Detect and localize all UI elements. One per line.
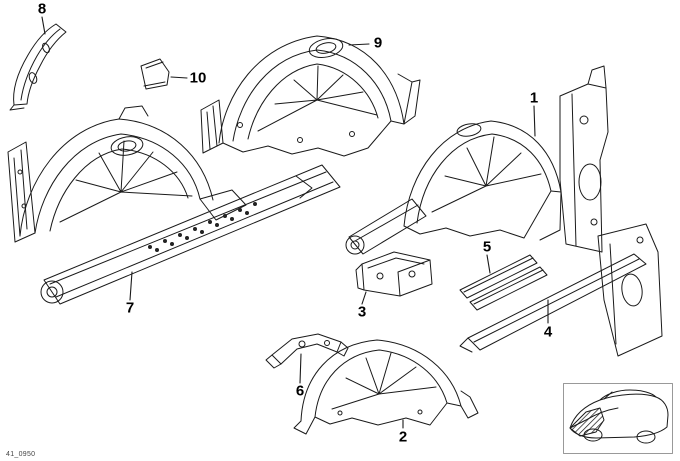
callout-9[interactable]: 9	[373, 34, 383, 52]
callout-3[interactable]: 3	[357, 303, 367, 321]
diagram-code: 41_0950	[6, 451, 36, 458]
callout-6[interactable]: 6	[295, 382, 305, 400]
callout-2[interactable]: 2	[398, 428, 408, 446]
part-9-wheelhouse	[200, 35, 421, 157]
left-wheelhouse-assembly	[7, 105, 247, 243]
callout-8[interactable]: 8	[37, 0, 47, 18]
callout-5[interactable]: 5	[482, 238, 492, 256]
part-8-support-strip	[9, 23, 67, 111]
callout-1[interactable]: 1	[529, 89, 539, 107]
car-thumbnail	[563, 383, 673, 454]
part-2-wheel-arch-liner	[293, 339, 479, 435]
part-3-support-bracket	[355, 251, 433, 297]
part-5-strip-pair	[459, 254, 548, 311]
highlighted-section	[569, 407, 605, 437]
callout-10[interactable]: 10	[189, 69, 207, 87]
callout-7[interactable]: 7	[125, 299, 135, 317]
part-7-side-member-rail	[40, 164, 341, 305]
part-4-sill-member	[459, 223, 663, 357]
callout-4[interactable]: 4	[543, 323, 553, 341]
part-7-rail-perforations	[148, 202, 257, 252]
part-10-wedge-block	[140, 58, 170, 90]
part-6-mounting-bracket	[265, 333, 349, 369]
part-1-wheelhouse-with-pillar	[345, 65, 609, 255]
leader-lines	[41, 16, 549, 429]
